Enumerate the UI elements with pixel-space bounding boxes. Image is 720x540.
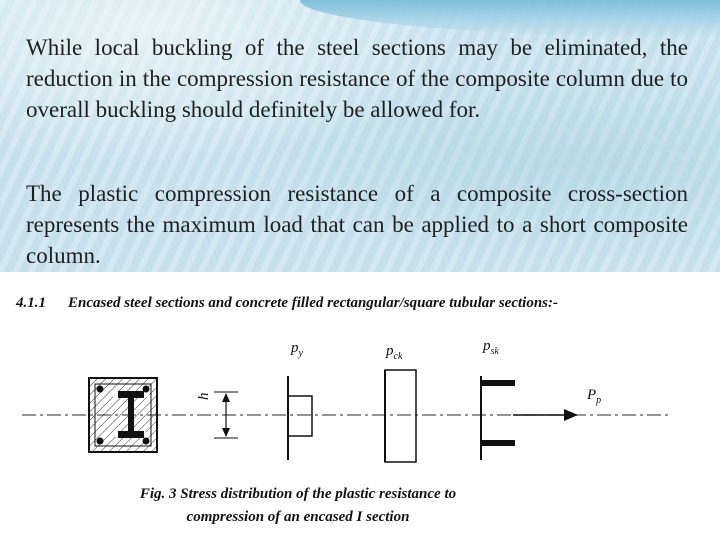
figure-heading: 4.1.1 Encased steel sections and concrete… xyxy=(16,295,558,312)
figure-caption-line1: Fig. 3 Stress distribution of the plasti… xyxy=(139,486,457,502)
paragraph-buckling: While local buckling of the steel sectio… xyxy=(26,35,688,122)
rebar xyxy=(142,437,150,445)
rebar xyxy=(96,385,104,393)
encased-section xyxy=(88,377,158,453)
rebar xyxy=(96,437,104,445)
i-section-web xyxy=(128,391,134,437)
figure-heading-text: Encased steel sections and concrete fill… xyxy=(68,295,558,311)
label-py: py xyxy=(291,340,303,359)
stress-block-pck xyxy=(384,369,417,463)
i-section-bottom-flange xyxy=(118,431,144,438)
figure-caption-line2: compression of an encased I section xyxy=(186,509,410,525)
label-pck: pck xyxy=(386,343,403,362)
arrow-pp xyxy=(513,409,578,421)
stress-distribution-diagram xyxy=(22,369,668,463)
label-psk: psk xyxy=(483,338,499,357)
rebar xyxy=(142,385,150,393)
background-texture xyxy=(0,0,720,272)
dimension-h xyxy=(214,391,238,439)
stress-block-py xyxy=(287,376,313,460)
label-pp: Pp xyxy=(587,387,602,406)
paragraph-plastic-resistance: The plastic compression resistance of a … xyxy=(26,181,688,268)
figure-panel: 4.1.1 Encased steel sections and concrete… xyxy=(0,272,720,540)
figure-heading-number: 4.1.1 xyxy=(16,295,46,311)
stress-block-psk xyxy=(480,376,515,460)
